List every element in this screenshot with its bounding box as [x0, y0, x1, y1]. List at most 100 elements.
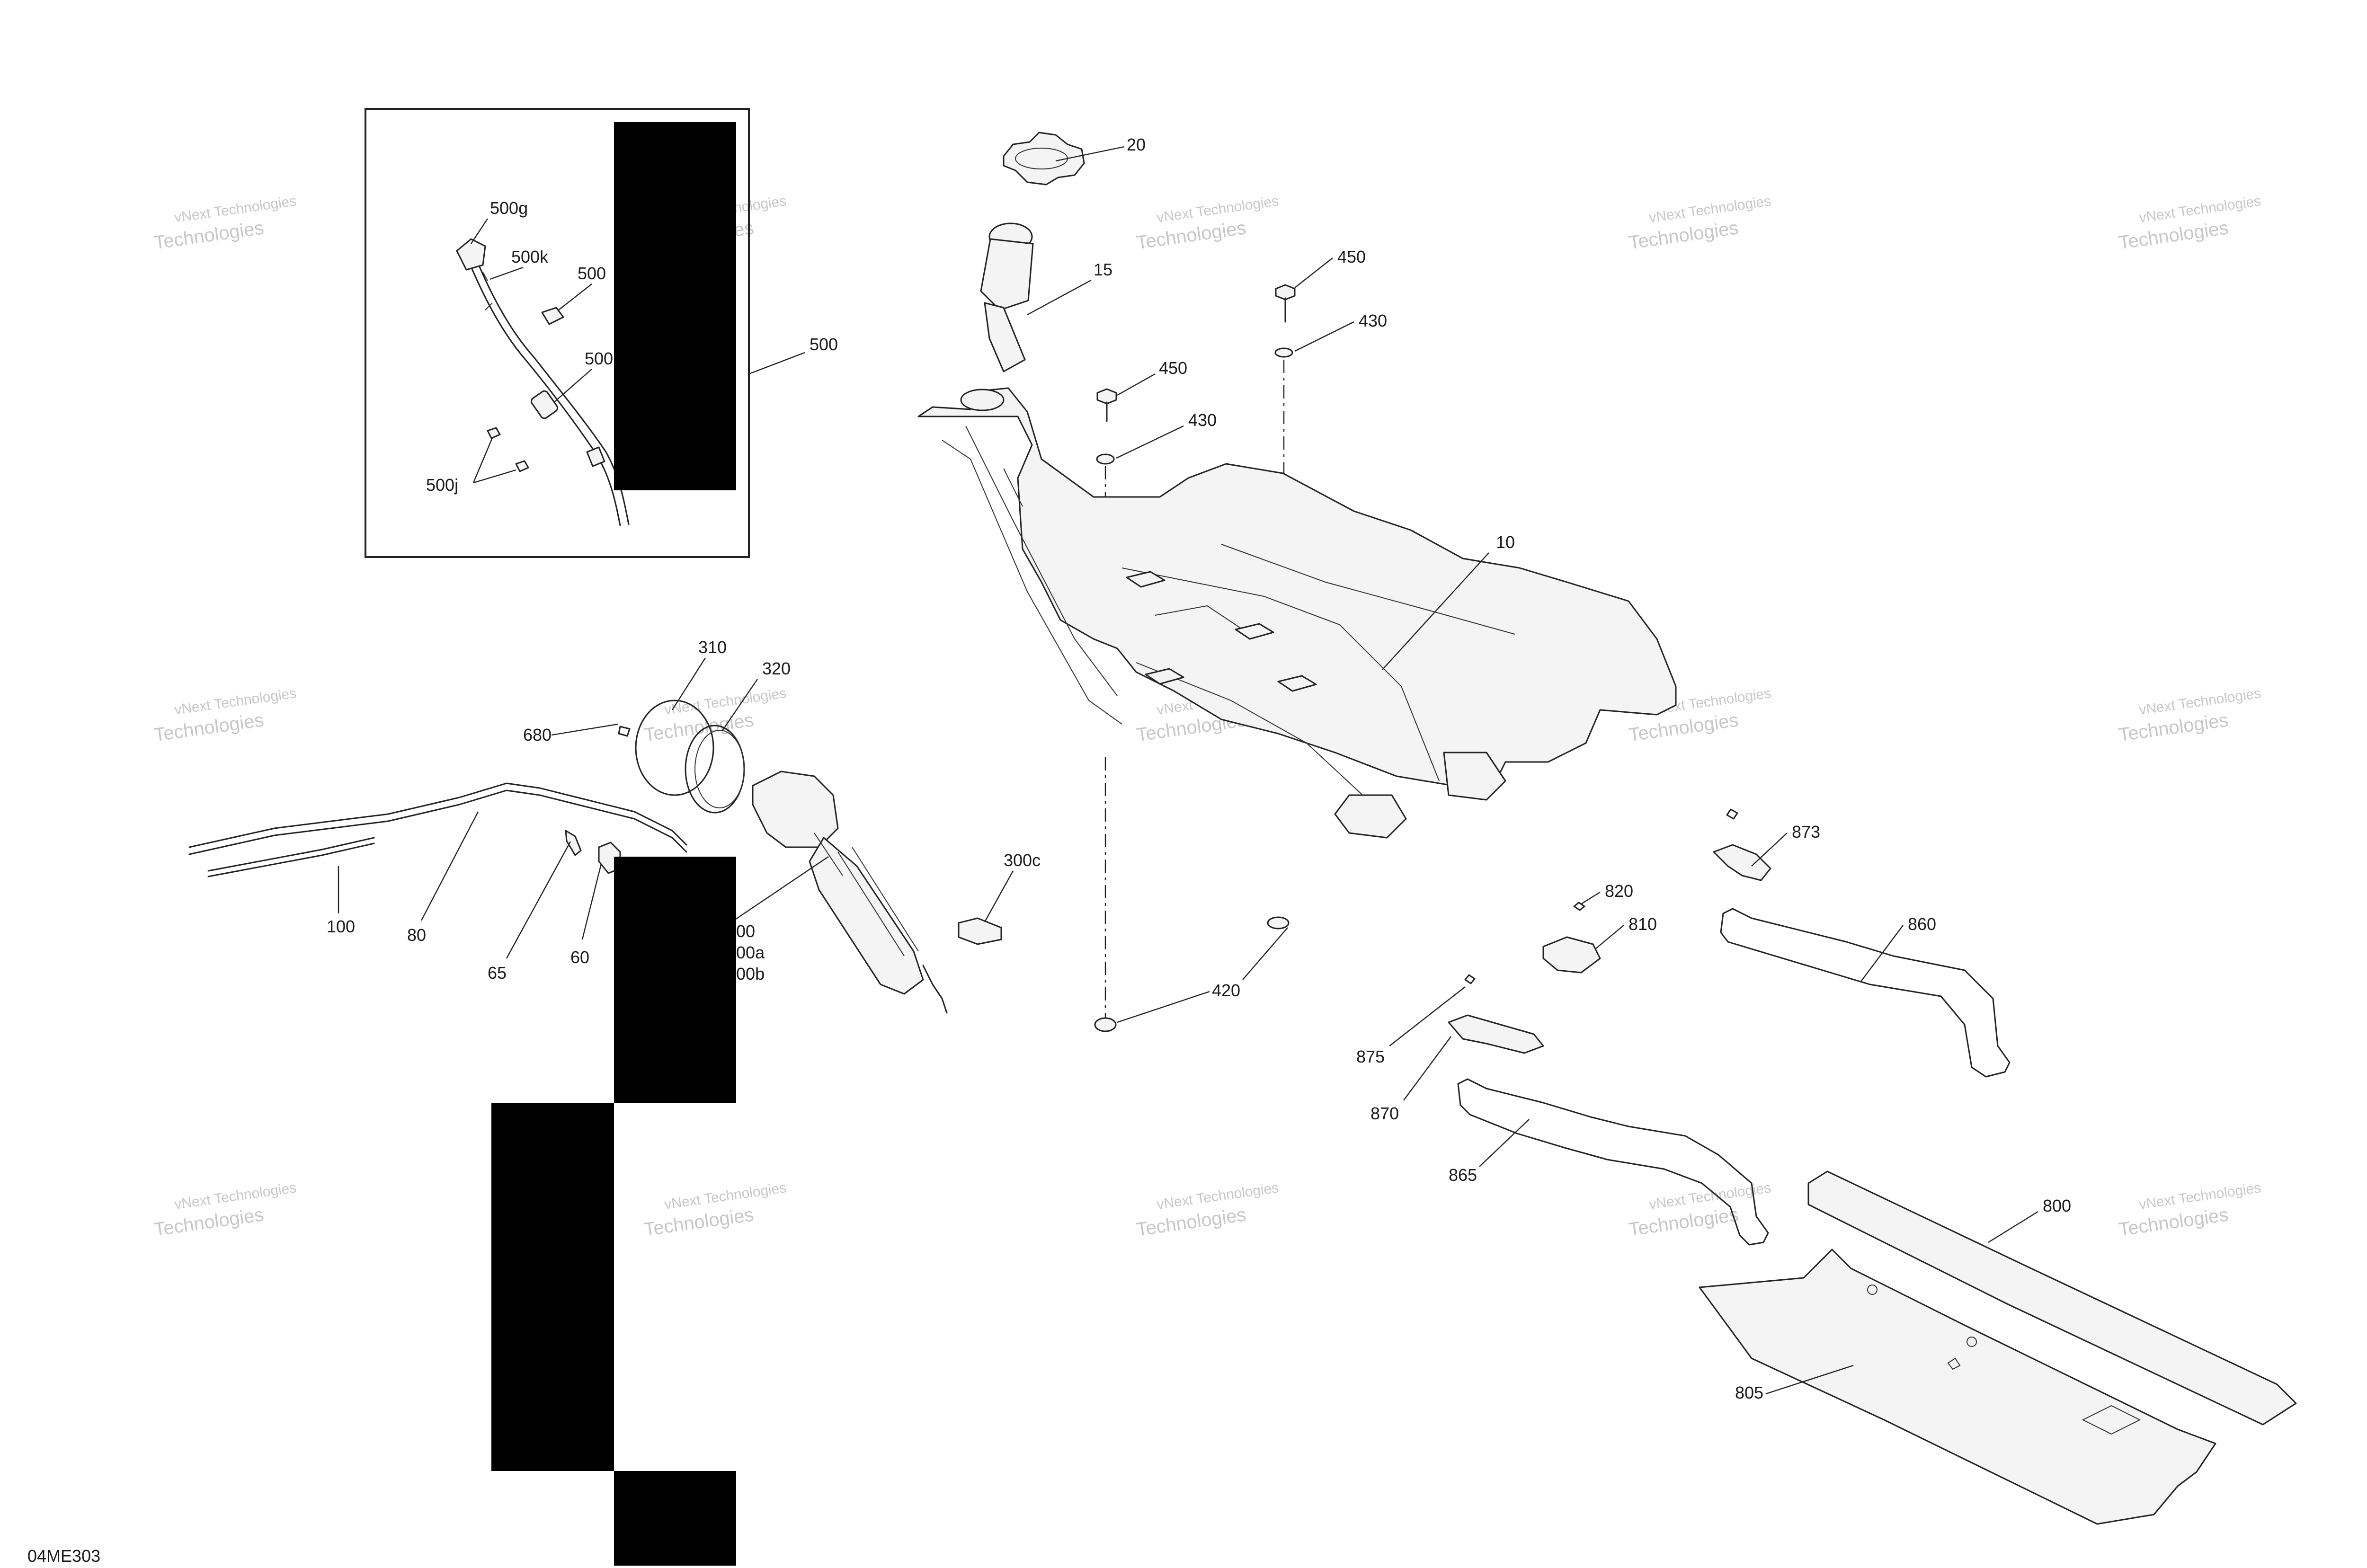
fuel-tank-10 [917, 387, 1677, 930]
leader-320 [721, 679, 758, 732]
fuel-lines [188, 782, 687, 877]
watermark-text-large: Technologies [153, 217, 265, 253]
screw-875-head [1464, 974, 1476, 984]
watermark-text-large: Technologies [643, 709, 755, 745]
shield-slot [1947, 1357, 1961, 1370]
callout-450-lower: 450 [1159, 358, 1187, 378]
leader-420-b [1242, 927, 1288, 980]
screw-head [1275, 284, 1296, 301]
leader-875 [1389, 986, 1466, 1046]
pump-body [809, 837, 924, 995]
watermark-text-large: Technologies [1135, 217, 1247, 253]
retainer-810 [1542, 936, 1601, 974]
redaction-block-4 [614, 1471, 736, 1566]
leader-500j-b [473, 469, 516, 484]
shield-hole-1 [1867, 1285, 1878, 1295]
watermark-text-large: Technologies [153, 709, 265, 745]
pump-body-detail [814, 833, 919, 957]
leader-860 [1860, 925, 1904, 983]
redaction-block-3 [491, 1103, 614, 1471]
leader-500 [748, 352, 805, 375]
leader-10 [1382, 552, 1489, 670]
callout-80: 80 [407, 925, 426, 945]
washer-430-upper [1274, 347, 1293, 358]
strap-860 [1720, 908, 2011, 1078]
callout-420: 420 [1212, 981, 1240, 1000]
leader-500x [558, 283, 592, 310]
callout-320: 320 [762, 659, 791, 678]
leader-500j-a [472, 437, 493, 483]
leader-430-upper [1294, 321, 1354, 352]
fuel-cap-body [1003, 132, 1085, 186]
leader-810 [1595, 925, 1624, 949]
leader-500k [489, 266, 524, 280]
callout-500-partial-2: 500 [585, 349, 613, 368]
breather-hose-outline [475, 257, 630, 525]
filler-neck-boot [984, 302, 1026, 372]
callout-500g: 500g [490, 198, 528, 218]
leader-310 [671, 657, 706, 710]
bracket-870 [1448, 1014, 1544, 1054]
shield-800 [1807, 1170, 2297, 1426]
leader-820 [1581, 891, 1601, 905]
callout-860: 860 [1908, 914, 1936, 934]
callout-310: 310 [698, 638, 727, 657]
leader-800 [1988, 1211, 2038, 1243]
leader-450-lower [1117, 373, 1156, 396]
screw-head-lower [1096, 388, 1117, 405]
hose-clamp [530, 390, 559, 419]
leader-500y [553, 369, 592, 403]
filler-neck-15 [980, 222, 1034, 372]
shield-window [2082, 1405, 2141, 1435]
heat-shield-805 [1699, 1249, 2216, 1525]
screw-450-lower [1096, 388, 1117, 1022]
callout-810: 810 [1628, 914, 1657, 934]
filler-neck-body [980, 238, 1034, 311]
callout-60: 60 [570, 948, 589, 967]
clip-680 [618, 726, 631, 737]
leader-20 [1055, 146, 1125, 162]
tank-contours [942, 425, 1515, 805]
callout-865: 865 [1449, 1165, 1477, 1185]
inset-frame [365, 108, 750, 558]
callout-450-upper: 450 [1337, 247, 1366, 266]
watermark-text-large: Technologies [1628, 217, 1740, 253]
callout-800: 800 [2043, 1196, 2071, 1215]
watermark-text-large: Technologies [1135, 1204, 1247, 1240]
watermark-text-large: Technologies [2118, 709, 2230, 745]
fuel-line-80-outline [188, 789, 687, 855]
seal-320-inner [694, 730, 745, 808]
grommet-420-upper [1267, 916, 1290, 930]
fuel-line-100 [207, 837, 375, 872]
shield-hole-2 [1967, 1337, 1977, 1347]
callout-100: 100 [327, 917, 355, 936]
leader-65 [506, 841, 571, 959]
leader-430-lower [1116, 425, 1184, 459]
front-strap-865 [1448, 974, 1769, 1246]
shield-805 [1699, 1249, 2216, 1525]
screw-873-head [1726, 808, 1738, 820]
leader-865 [1479, 1119, 1530, 1167]
leader-500g [470, 218, 489, 244]
pump-flange [752, 771, 839, 848]
fuel-line-100-outline [207, 842, 375, 877]
hose-detail [482, 272, 493, 310]
callout-500j: 500j [426, 475, 458, 495]
small-clip-1 [487, 427, 501, 439]
leader-680 [551, 723, 619, 736]
hose-connector [586, 446, 605, 467]
callout-500: 500 [810, 335, 838, 354]
callout-300c: 300c [1004, 850, 1041, 870]
tank-filler-opening [960, 389, 1005, 411]
leader-450-upper [1294, 257, 1333, 288]
fuel-line-80 [188, 782, 687, 848]
